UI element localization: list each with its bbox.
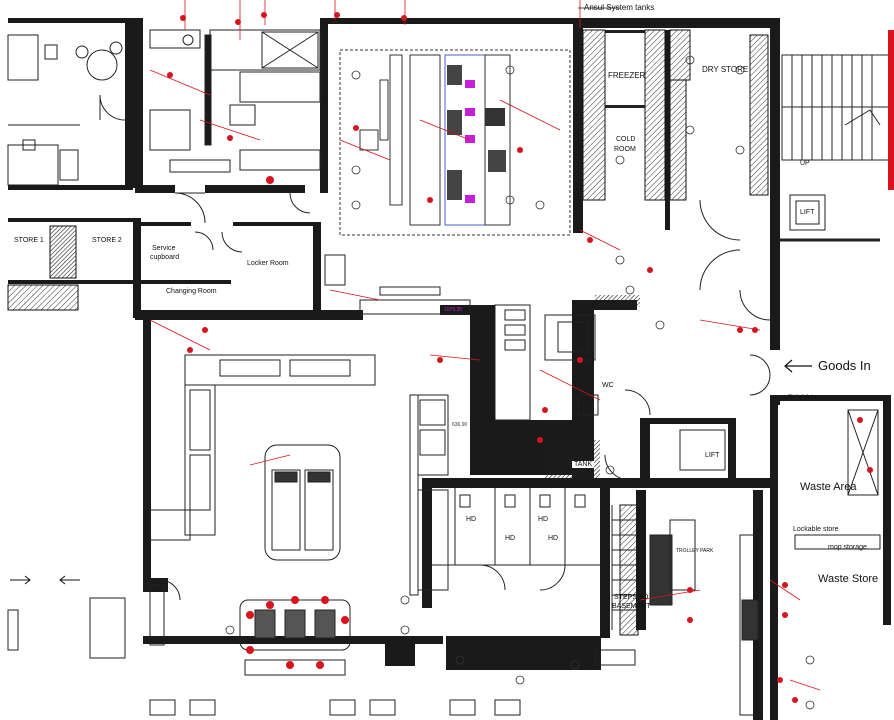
lower-servery — [7, 584, 521, 716]
lift-mid-label: LIFT — [705, 452, 720, 459]
marker-dots — [167, 12, 873, 703]
hatched-shelving — [7, 29, 769, 636]
goods-in-arrow — [784, 359, 812, 373]
walls — [8, 18, 891, 720]
goods-in-label: Goods In — [818, 358, 871, 373]
service-cupboard-label-2: cupboard — [150, 254, 180, 261]
mop-storage-label: mop storage — [828, 544, 867, 551]
steps-to-basement-label-2: BASEMENT — [612, 603, 651, 610]
lift-top-label: LIFT — [800, 209, 815, 216]
prep-room-fixtures — [149, 29, 321, 173]
locker-room-label: Locker Room — [247, 260, 289, 267]
dimension-label-2: 636.90 — [452, 422, 468, 428]
fixture-circles — [225, 55, 815, 710]
wc-cubicles — [432, 488, 600, 566]
dry-store-label: DRY STORE — [702, 65, 749, 74]
hd-label-2: HD — [505, 535, 516, 542]
waste-area-label: Waste Area — [800, 481, 857, 493]
servery-counters — [149, 354, 376, 561]
ansul-label: Ansul System tanks — [584, 3, 655, 12]
stairs-top-right — [780, 30, 894, 242]
cold-room-label-1: COLD — [616, 136, 636, 143]
lockable-store-label: Lockable store — [793, 526, 839, 533]
wc-label: WC — [602, 382, 614, 389]
slotted-drain-label: Slotted drain — [788, 394, 817, 400]
dimension-label-1: 1079.35 — [444, 307, 463, 313]
hd-label-3: HD — [538, 516, 549, 523]
freezer-label: FREEZER — [608, 71, 646, 80]
changing-room-label: Changing Room — [166, 288, 217, 295]
right-equipment — [594, 409, 881, 716]
doors — [99, 94, 771, 601]
cold-room-label-2: ROOM — [614, 146, 636, 153]
store2-label: STORE 2 — [92, 237, 122, 244]
tank-label: TANK — [572, 461, 595, 468]
store1-label: STORE 1 — [14, 237, 44, 244]
left-arrows — [10, 575, 80, 585]
office-furniture — [7, 34, 123, 186]
up-label: UP — [800, 160, 810, 167]
kitchen-line — [339, 49, 571, 236]
hd-label-4: HD — [548, 535, 559, 542]
waste-store-label: Waste Store — [818, 573, 879, 585]
service-cupboard-label-1: Service — [152, 245, 176, 252]
stairs-basement — [611, 505, 636, 630]
steps-to-basement-label-1: STEPS TO — [614, 594, 649, 601]
hd-label-1: HD — [466, 516, 477, 523]
center-counters — [324, 254, 599, 596]
trolley-park-label: TROLLEY PARK — [676, 548, 714, 554]
